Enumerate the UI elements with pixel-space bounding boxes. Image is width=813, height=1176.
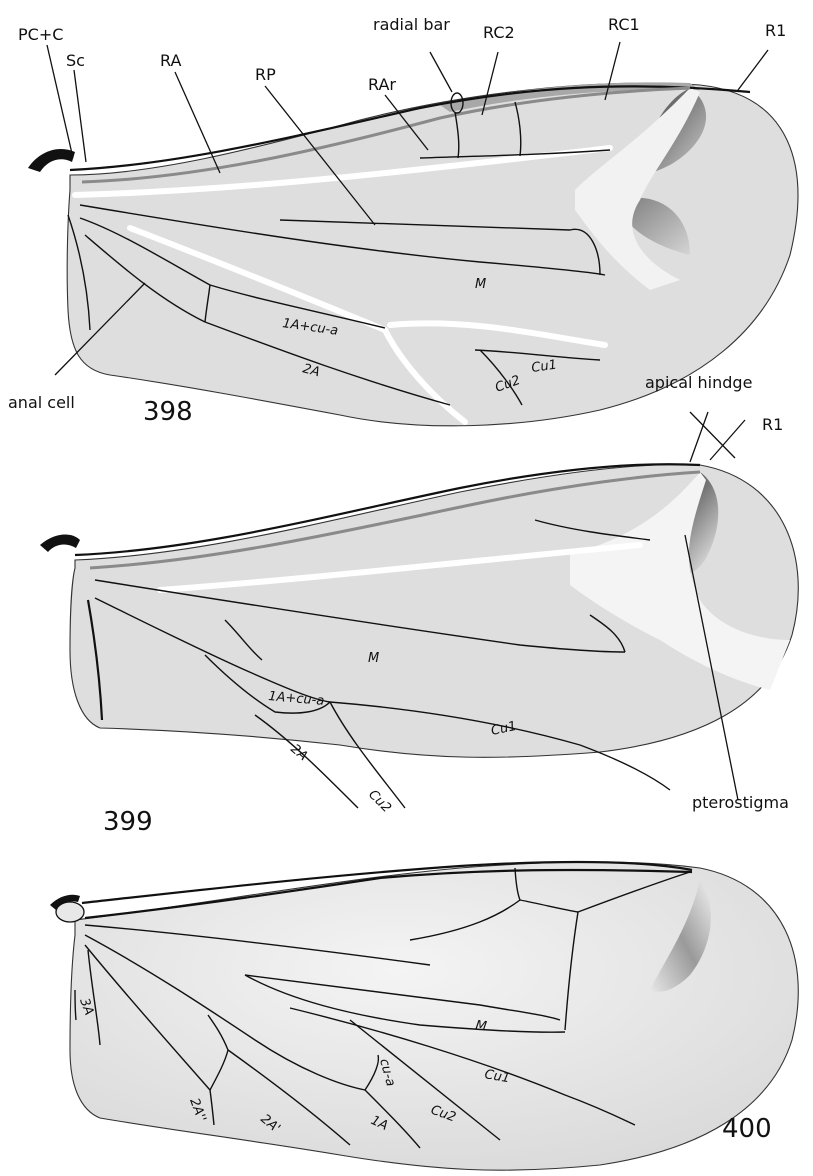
label-rp: RP — [255, 65, 276, 84]
wing-398: PC+C Sc RA RP RAr radial bar RC2 RC1 R1 … — [8, 15, 798, 427]
label-pc-c: PC+C — [18, 25, 63, 44]
wing-399-base-sclerite — [40, 535, 80, 552]
wing-400: M Cu1 Cu2 cu-a 1A 2A' 2A'' 3A 400 — [50, 862, 798, 1170]
wing-399: R1 M 1A+cu-a 2A Cu1 Cu2 pterostigma 399 — [40, 412, 798, 837]
figure-number-400: 400 — [722, 1114, 772, 1144]
label-pterostigma: pterostigma — [692, 793, 789, 812]
label-anal-cell: anal cell — [8, 393, 75, 412]
label-radial-bar: radial bar — [373, 15, 450, 34]
label-ra: RA — [160, 51, 181, 70]
pointer-r1-399 — [690, 412, 708, 462]
label-rc2: RC2 — [483, 23, 515, 42]
figure-number-398: 398 — [143, 397, 193, 427]
label-2a-399: 2A — [287, 742, 310, 765]
label-rc1: RC1 — [608, 15, 640, 34]
wing-400-membrane — [70, 862, 798, 1170]
pointer-r1-398 — [738, 50, 768, 90]
label-m-399: M — [368, 651, 379, 666]
pointer-radial-bar — [430, 52, 452, 92]
figure-number-399: 399 — [103, 807, 153, 837]
pointer-r1-399b — [710, 420, 745, 460]
pointer-sc — [74, 70, 86, 162]
label-r1-398: R1 — [765, 21, 786, 40]
pointer-apical-hindge — [690, 412, 735, 458]
label-m-398: M — [475, 277, 486, 292]
label-m-400: M — [474, 1018, 487, 1034]
label-rar: RAr — [368, 75, 396, 94]
wing-398-base-sclerite — [28, 149, 75, 172]
label-cu2-399: Cu2 — [365, 787, 394, 816]
label-r1-399: R1 — [762, 415, 783, 434]
label-apical-hindge: apical hindge — [645, 373, 752, 392]
label-sc: Sc — [66, 51, 85, 70]
